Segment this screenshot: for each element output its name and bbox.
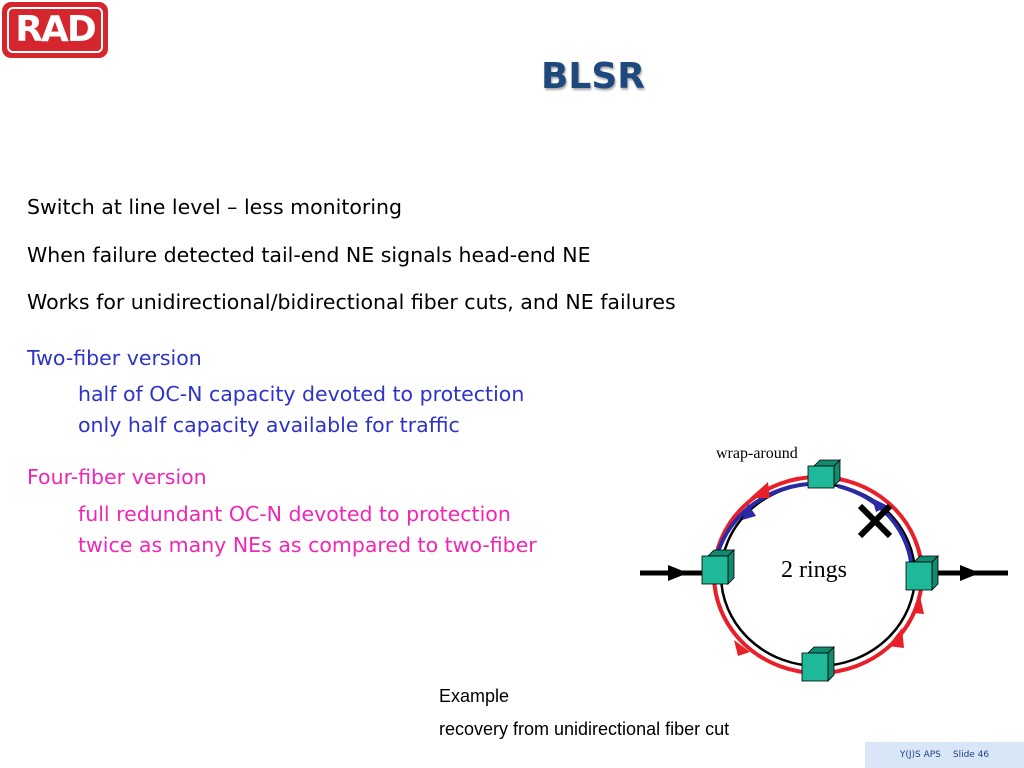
two-fiber-heading: Two-fiber version — [27, 346, 202, 370]
two-fiber-sub-2: only half capacity available for traffic — [78, 413, 460, 437]
footer-slide-number: Slide 46 — [952, 750, 990, 760]
slide-title: BLSR — [540, 56, 646, 97]
bullet-fiber-cuts: Works for unidirectional/bidirectional f… — [27, 290, 676, 314]
bullet-failure-detected: When failure detected tail-end NE signal… — [27, 243, 591, 267]
fiber-cut-x-icon — [857, 503, 893, 539]
ring-arrow-right — [913, 596, 924, 614]
ring-arrow-left-blue — [742, 504, 756, 520]
input-line — [640, 565, 702, 581]
ne-node-top — [807, 459, 841, 489]
two-rings-label: 2 rings — [781, 557, 847, 583]
ne-node-bottom — [801, 646, 835, 682]
inner-blue-arc-right — [837, 484, 914, 573]
rad-logo: RAD — [2, 2, 108, 58]
caption-line-2: recovery from unidirectional fiber cut — [439, 719, 730, 739]
ring-diagram: wrap-around — [640, 445, 1008, 682]
ne-node-left — [701, 549, 735, 585]
four-fiber-sub-2: twice as many NEs as compared to two-fib… — [78, 533, 537, 557]
two-fiber-sub-1: half of OC-N capacity devoted to protect… — [78, 382, 525, 406]
bullet-switch-line-level: Switch at line level – less monitoring — [27, 195, 403, 219]
ring-arrow-bottom-left — [734, 640, 750, 656]
rad-logo-frame: RAD — [7, 7, 103, 53]
ring-arrow-top-right — [872, 498, 888, 512]
wrap-around-label: wrap-around — [716, 445, 798, 462]
footer-title: Y(J)S APS — [899, 750, 941, 760]
ne-node-right — [905, 555, 939, 591]
ring-arrow-bottom-right — [888, 628, 904, 648]
output-line — [935, 565, 1008, 581]
diagram-caption: Example recovery from unidirectional fib… — [439, 680, 729, 746]
ring-arrow-top-left — [750, 482, 770, 498]
four-fiber-sub-1: full redundant OC-N devoted to protectio… — [78, 502, 511, 526]
caption-line-1: Example — [439, 686, 510, 706]
rad-logo-text: RAD — [15, 9, 96, 50]
slide-footer: Y(J)S APS Slide 46 — [865, 742, 1024, 768]
four-fiber-heading: Four-fiber version — [27, 465, 207, 489]
